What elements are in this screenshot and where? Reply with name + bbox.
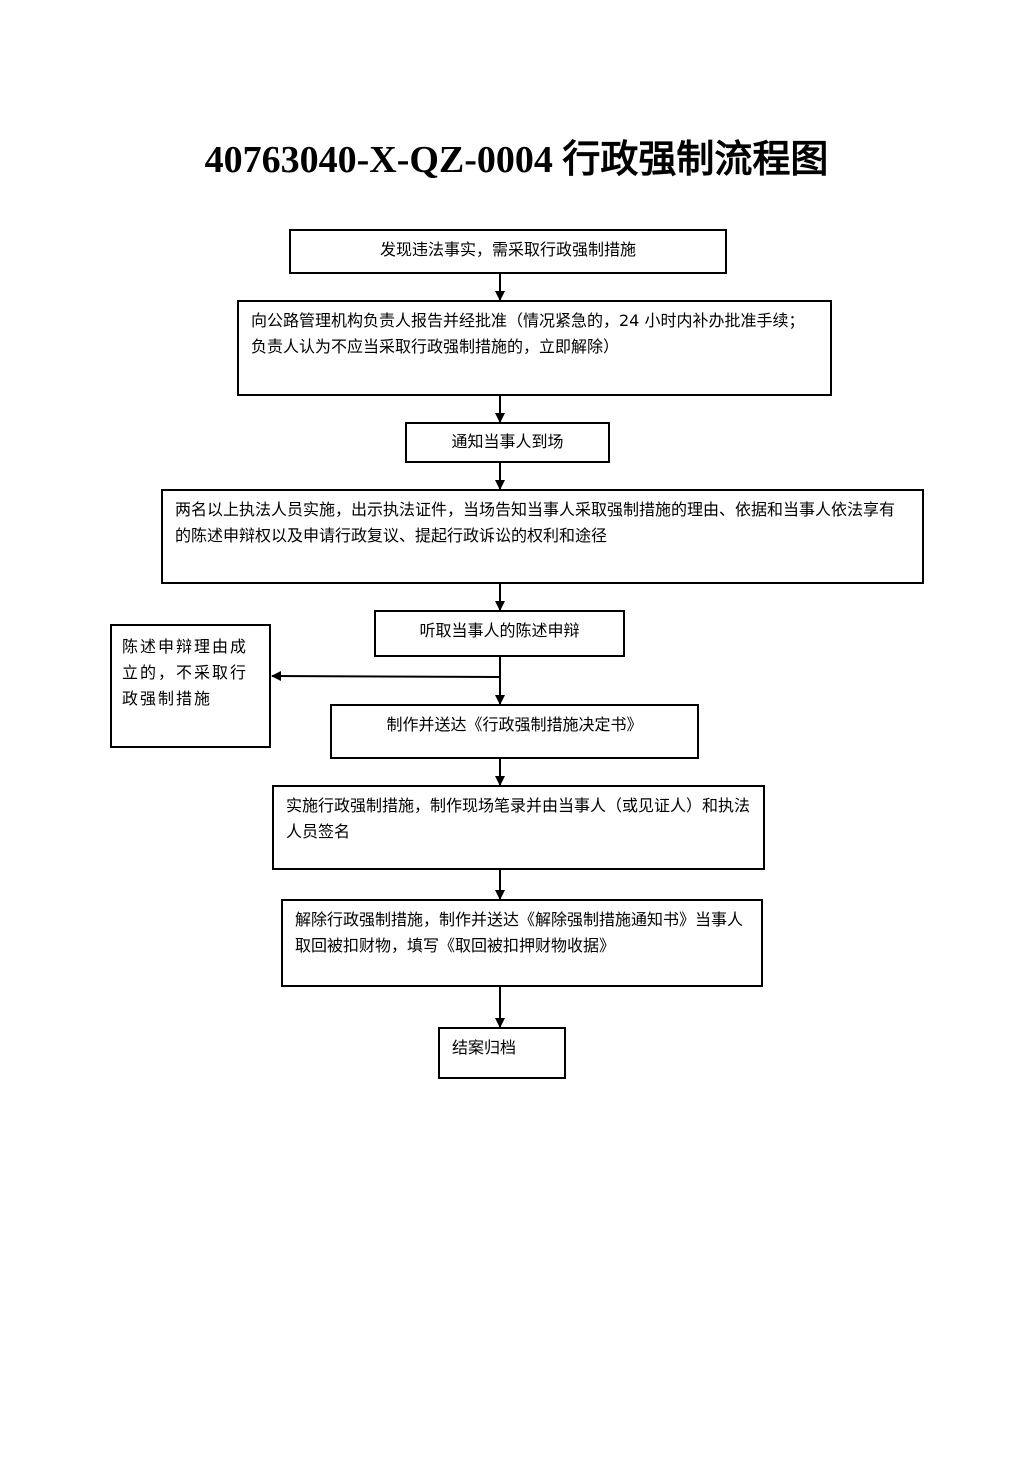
step-enforcement-inform-text: 两名以上执法人员实施，出示执法证件，当场告知当事人采取强制措施的理由、依据和当事… (175, 500, 896, 545)
step-close-case-text: 结案归档 (452, 1038, 517, 1057)
step-enforcement-inform: 两名以上执法人员实施，出示执法证件，当场告知当事人采取强制措施的理由、依据和当事… (161, 489, 924, 584)
arrow-to-side (271, 671, 501, 682)
step-report-approval: 向公路管理机构负责人报告并经批准（情况紧急的，24 小时内补办批准手续；负责人认… (237, 300, 832, 396)
step-notify-party: 通知当事人到场 (405, 422, 610, 463)
step-implement-measure: 实施行政强制措施，制作现场笔录并由当事人（或见证人）和执法人员签名 (272, 785, 765, 870)
step-release-measure: 解除行政强制措施，制作并送达《解除强制措施通知书》当事人取回被扣财物，填写《取回… (281, 899, 763, 987)
step-close-case: 结案归档 (438, 1027, 566, 1079)
step-discover: 发现违法事实，需采取行政强制措施 (289, 229, 727, 274)
step-hear-statement-text: 听取当事人的陈述申辩 (419, 621, 580, 640)
step-report-approval-text: 向公路管理机构负责人报告并经批准（情况紧急的，24 小时内补办批准手续；负责人认… (251, 311, 805, 356)
step-release-measure-text: 解除行政强制措施，制作并送达《解除强制措施通知书》当事人取回被扣财物，填写《取回… (295, 910, 744, 955)
side-no-measure-text: 陈述申辩理由成立的，不采取行政强制措施 (122, 637, 249, 708)
side-no-measure: 陈述申辩理由成立的，不采取行政强制措施 (110, 624, 271, 748)
step-decision-document-text: 制作并送达《行政强制措施决定书》 (386, 715, 643, 734)
step-implement-measure-text: 实施行政强制措施，制作现场笔录并由当事人（或见证人）和执法人员签名 (286, 796, 751, 841)
step-notify-party-text: 通知当事人到场 (451, 432, 564, 451)
step-discover-text: 发现违法事实，需采取行政强制措施 (379, 240, 636, 259)
step-decision-document: 制作并送达《行政强制措施决定书》 (330, 704, 699, 759)
page-title: 40763040-X-QZ-0004 行政强制流程图 (204, 139, 829, 181)
step-hear-statement: 听取当事人的陈述申辩 (374, 610, 625, 657)
